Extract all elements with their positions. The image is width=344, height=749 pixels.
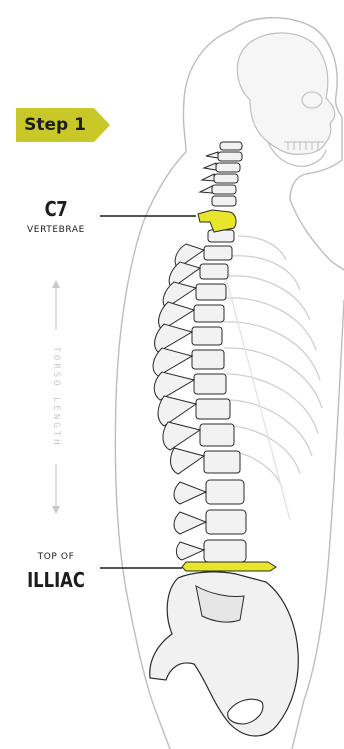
spine bbox=[153, 142, 246, 562]
illiac-pre-label: TOP OF bbox=[14, 552, 98, 562]
skull bbox=[237, 33, 334, 154]
ribcage bbox=[224, 236, 322, 520]
step-label: Step 1 bbox=[16, 108, 94, 142]
c7-title: C7 bbox=[22, 197, 91, 221]
c7-subtitle: VERTEBRAE bbox=[14, 225, 98, 235]
front-outline bbox=[292, 300, 344, 749]
c7-vertebra-highlight bbox=[198, 210, 236, 232]
illiac-title: ILLIAC bbox=[22, 568, 91, 592]
torso-length-label: TORSO LENGTH bbox=[51, 327, 61, 467]
iliac-crest-highlight bbox=[182, 562, 276, 571]
